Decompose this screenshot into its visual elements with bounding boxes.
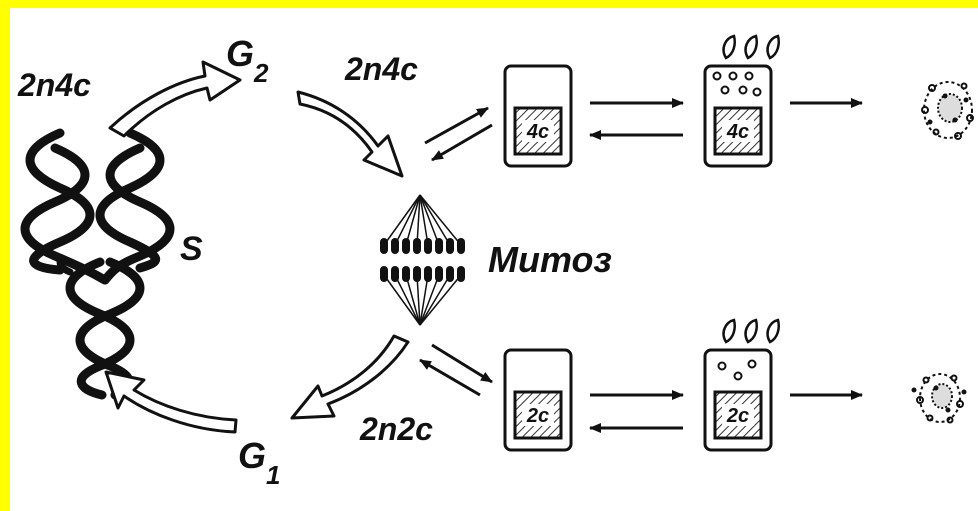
- cell-top-1: 4c: [503, 64, 573, 168]
- g2-label: G2: [226, 33, 269, 88]
- cell-bottom-2-label: 2c: [726, 405, 749, 427]
- arrow-g2-to-mitosis: [296, 90, 404, 178]
- secretion-droplets-top: [722, 34, 780, 60]
- bottom-ploidy-label: 2n2c: [359, 411, 433, 447]
- mitosis-spindle: [383, 194, 462, 326]
- arrows-top-cells: [589, 98, 684, 140]
- arrows-bottom-cells: [589, 390, 684, 433]
- g2-subscript: 2: [253, 58, 269, 88]
- g1-label: G1: [238, 435, 280, 490]
- cell-bottom-2: 2c: [703, 348, 773, 452]
- arrow-mitosis-to-g1: [290, 334, 410, 420]
- g1-subscript: 1: [266, 460, 280, 490]
- mitosis-chromosomes: [380, 238, 465, 282]
- cell-top-2-label: 4c: [726, 121, 749, 143]
- degenerating-cell-top: [921, 81, 974, 140]
- arrows-mitosis-bottom-cell: [419, 343, 493, 397]
- cell-top-2: 4c: [703, 64, 773, 168]
- cell-bottom-1-label: 2c: [526, 405, 549, 427]
- g1-letter: G: [238, 435, 266, 476]
- cell-bottom-1: 2c: [503, 348, 573, 452]
- arrow-g1-to-s: [104, 370, 238, 434]
- top-left-ploidy-label: 2n4c: [17, 67, 91, 103]
- degenerating-cell-bottom: [911, 373, 967, 424]
- arrow-s-to-g2: [108, 60, 242, 138]
- secretion-droplets-bottom: [722, 318, 780, 344]
- cell-top-1-label: 4c: [526, 121, 549, 143]
- arrows-mitosis-top-cell: [424, 106, 493, 162]
- top-right-ploidy-label: 2n4c: [344, 51, 418, 87]
- mitosis-label: Митоз: [488, 239, 612, 280]
- g2-letter: G: [226, 33, 254, 74]
- s-phase-label: S: [180, 230, 203, 268]
